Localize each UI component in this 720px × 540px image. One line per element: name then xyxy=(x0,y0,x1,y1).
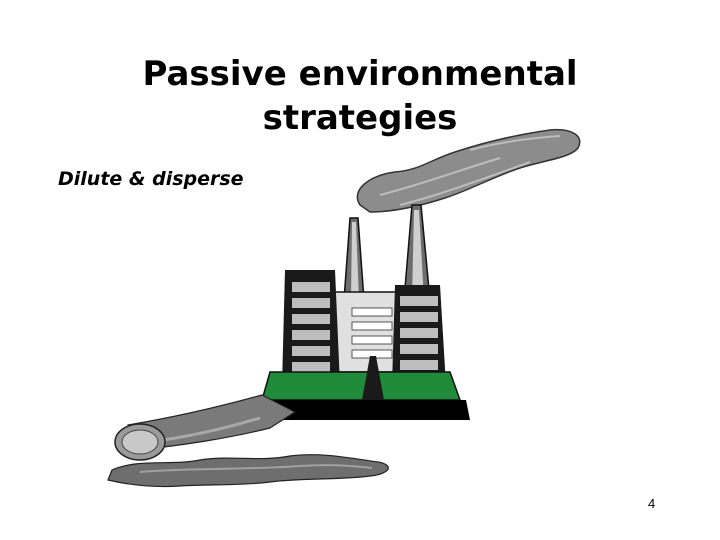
slide-subtitle: Dilute & disperse xyxy=(58,168,244,190)
discharge-pipe xyxy=(114,394,297,461)
effluent-spill xyxy=(107,454,389,488)
page-number: 4 xyxy=(648,496,656,511)
factory-buildings xyxy=(252,270,470,420)
factory-pollution-icon xyxy=(107,128,581,488)
smoke-plume xyxy=(356,128,581,213)
slide-title: Passive environmental strategies xyxy=(60,52,660,140)
title-line-1: Passive environmental xyxy=(142,54,578,94)
title-line-2: strategies xyxy=(262,98,458,138)
